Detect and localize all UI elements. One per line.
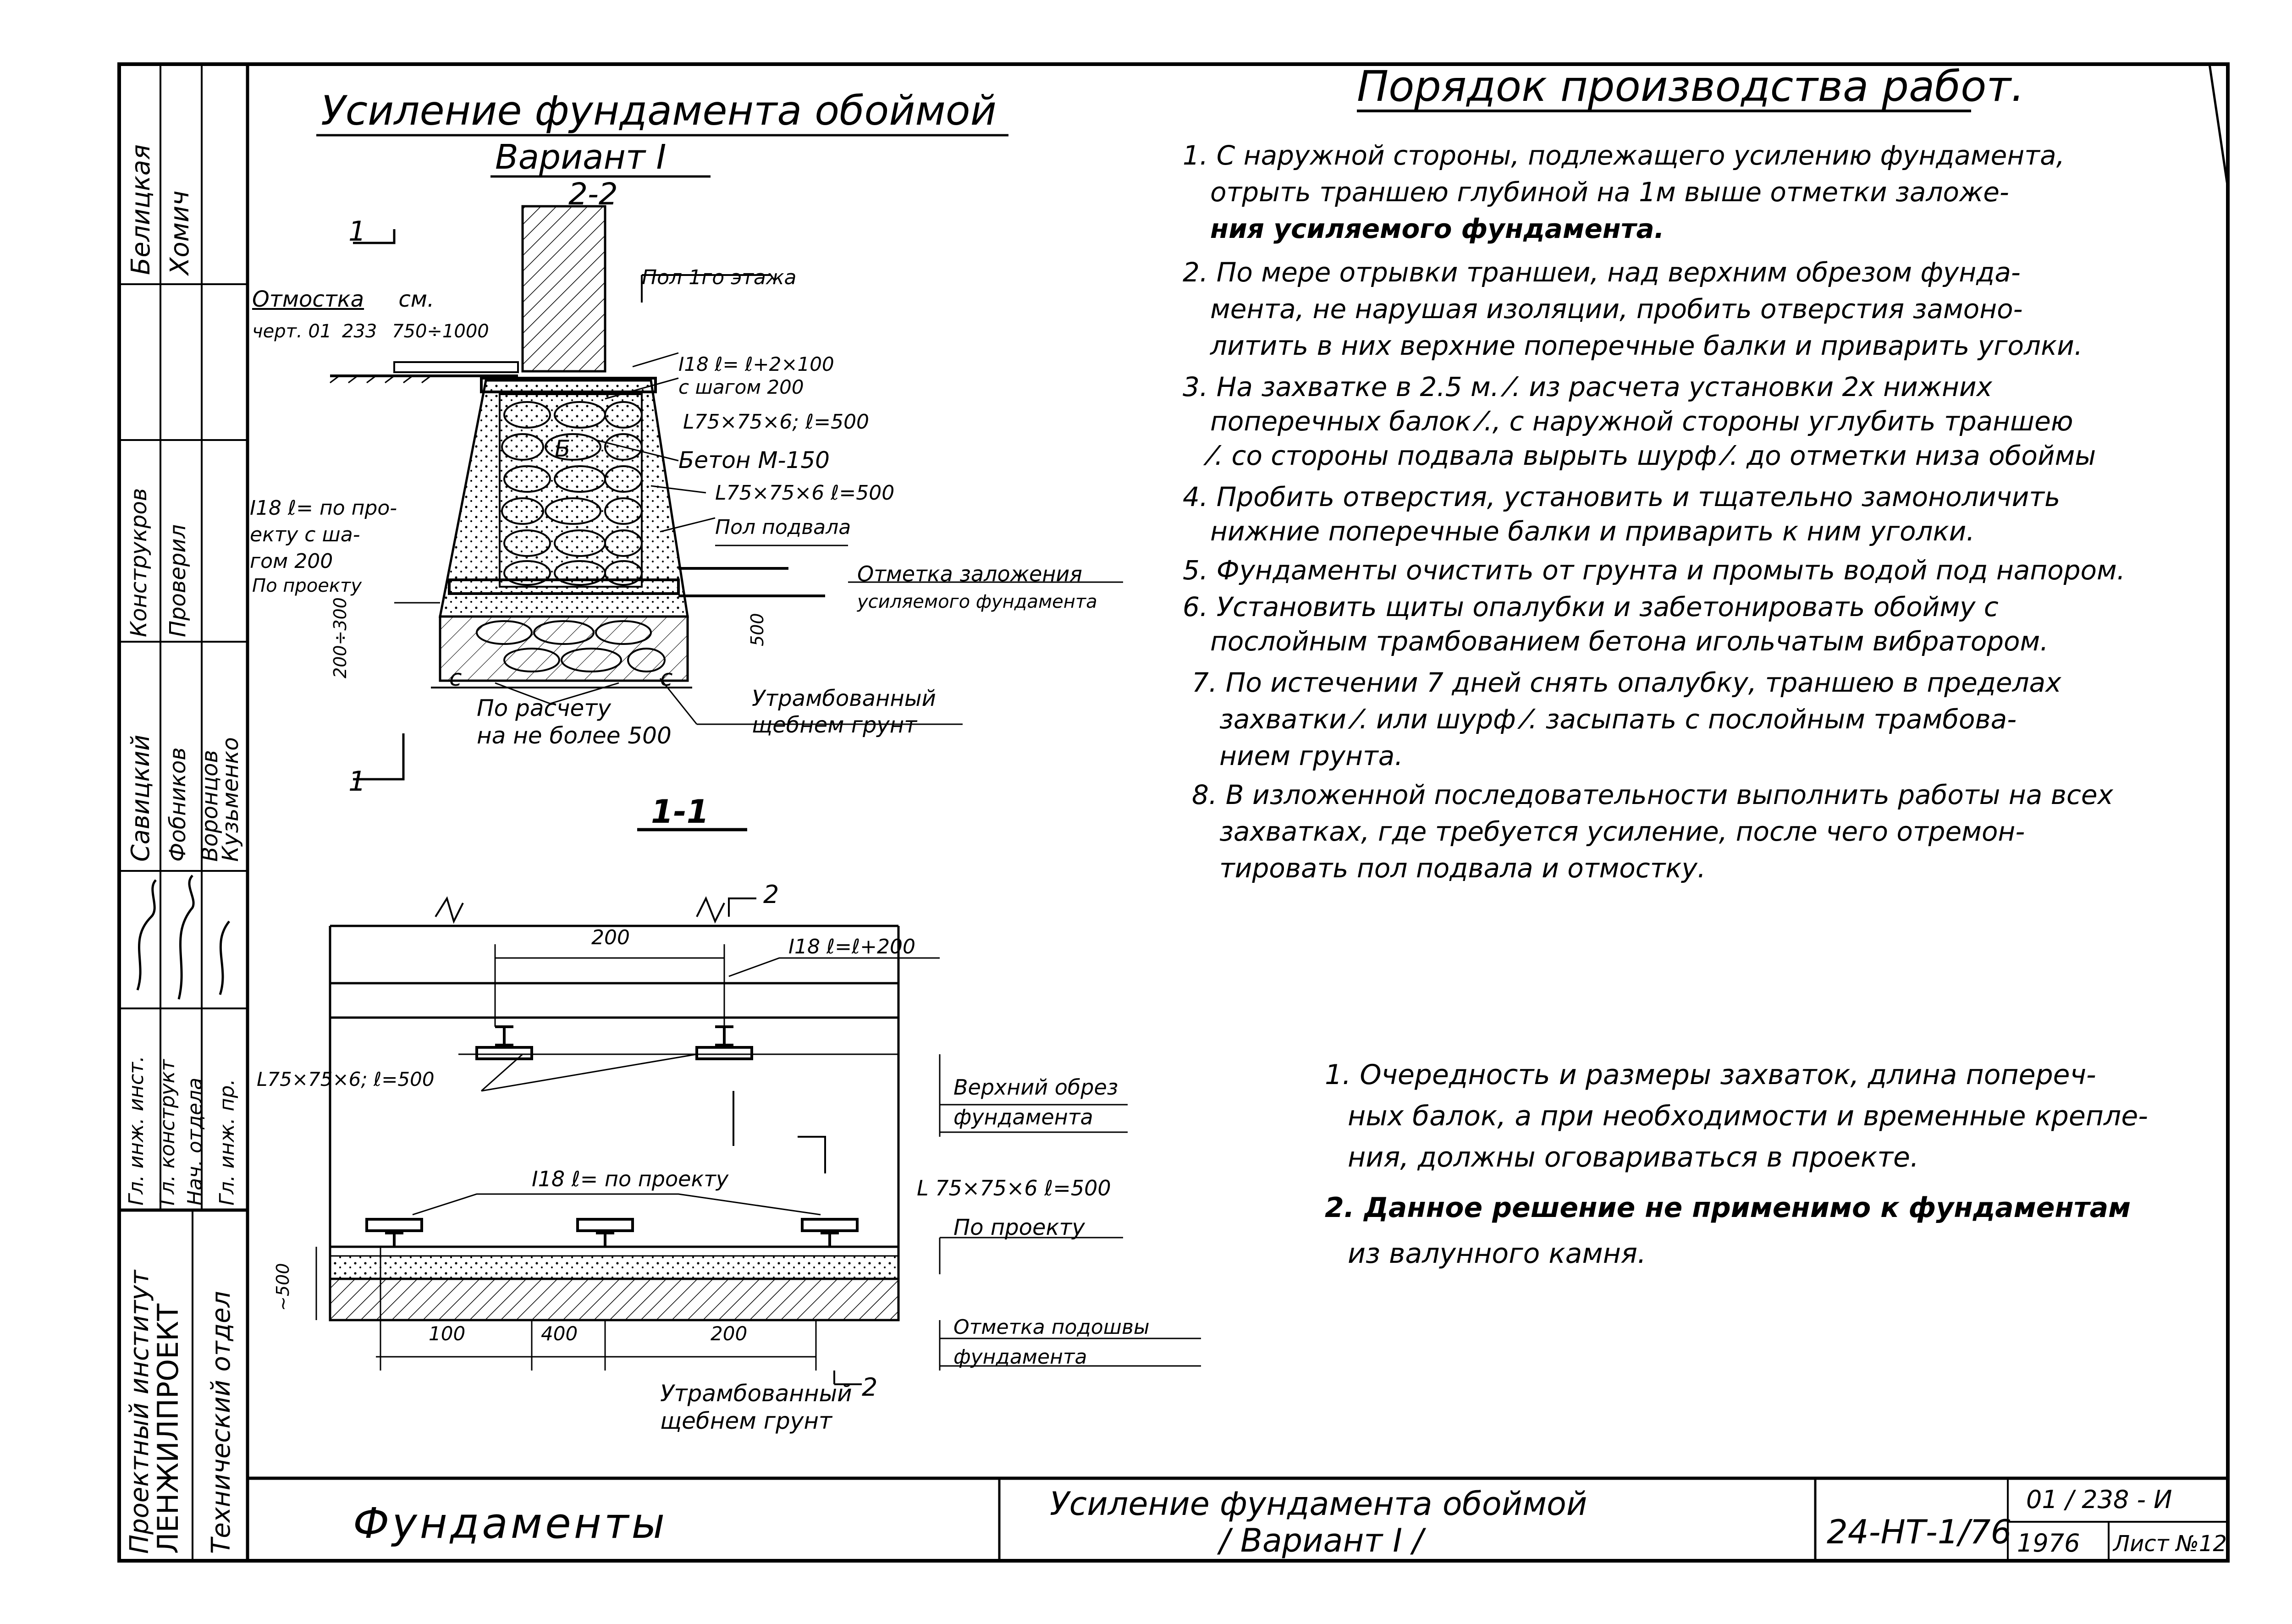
i18-right-label: I18 ℓ=ℓ+200 <box>788 935 916 958</box>
procedure-line: нием грунта. <box>1219 740 1403 771</box>
l75-left-label: L75×75×6; ℓ=500 <box>257 1068 435 1090</box>
po-raschetu-label: По расчету на не более 500 <box>477 695 672 749</box>
stamp-department: Технический отдел <box>206 1291 236 1554</box>
dim-500-1-1: ~500 <box>273 1263 293 1311</box>
po-proektu-label: По проекту <box>252 575 362 596</box>
section-mark-1-bottom: 1 <box>348 765 366 798</box>
otm-podoshvy-label: Отметка подошвы <box>953 1316 1150 1339</box>
procedure-line: мента, не нарушая изоляции, пробить отве… <box>1210 293 2023 325</box>
l75-label-1: L75×75×6; ℓ=500 <box>683 410 870 434</box>
procedure-line: 3. На захватке в 2.5 м. ⁄. из расчета ус… <box>1183 371 1992 402</box>
verhniy-obrez-label-2: фундамента <box>953 1105 1093 1129</box>
section-mark-1-top: 1 <box>348 215 366 248</box>
stamp-name: Белицкая <box>126 144 156 275</box>
stamp-role: Гл. инж. пр. <box>215 1079 239 1206</box>
utramb-label-2-2: Утрамбованный щебнем грунт <box>752 686 936 738</box>
procedure-line: 5. Фундаменты очистить от грунта и промы… <box>1183 555 2126 586</box>
stamp-name: Фобников <box>165 747 191 862</box>
beton-label: Бетон М-150 <box>678 447 830 473</box>
stamp-role-2: Конструкров <box>126 488 152 637</box>
procedure-line: 7. По истечении 7 дней снять опалубку, т… <box>1192 667 2061 698</box>
note-line: 1. Очередность и размеры захваток, длина… <box>1325 1059 2096 1091</box>
dim-200-300: 200÷300 <box>330 597 350 678</box>
stamp-institute-name: ЛЕНЖИЛПРОЕКТ <box>151 1303 185 1554</box>
stamp-name: Савицкий <box>126 734 155 862</box>
wall <box>521 205 606 373</box>
stamp-name: Кузьменко <box>218 737 243 862</box>
dim-c-left: с <box>449 665 462 691</box>
procedure-line: литить в них верхние поперечные балки и … <box>1210 330 2083 361</box>
i18-top-label: I18 ℓ= ℓ+2×100 <box>678 353 834 375</box>
section-2-2-drawing <box>330 205 1123 781</box>
section-mark-2-bottom: 2 <box>862 1373 878 1402</box>
procedure-line: поперечных балок ⁄., с наружной стороны … <box>1210 406 2073 437</box>
signature-marks <box>136 875 230 1000</box>
procedure-line: захватки ⁄. или шурф ⁄. засыпать с посло… <box>1219 704 2017 735</box>
dim-c-right: с <box>660 665 673 691</box>
procedure-line: 6. Установить щиты опалубки и забетониро… <box>1183 591 1999 622</box>
utramb-label-1-1: Утрамбованный щебнем грунт <box>660 1380 852 1434</box>
section-mark-2-top: 2 <box>763 880 779 909</box>
procedure-line: 1. С наружной стороны, подлежащего усиле… <box>1183 140 2065 171</box>
dim-200-top: 200 <box>591 926 630 949</box>
procedure-line: послойным трамбованием бетона игольчатым… <box>1210 626 2049 657</box>
otm-zalozheniya-label: Отметка заложения <box>857 562 1082 586</box>
left-title: Усиление фундамента обоймой <box>321 87 997 134</box>
note-line: из валунного камня. <box>1348 1238 1647 1270</box>
tb-sheet-ref: 01 / 238 - И <box>2026 1485 2172 1514</box>
procedure-line: 4. Пробить отверстия, установить и тщате… <box>1183 481 2061 512</box>
dim-100: 100 <box>429 1322 466 1345</box>
otmostka-ref: черт. 01 233 750÷1000 <box>252 321 489 342</box>
i18-top-step: с шагом 200 <box>678 376 804 398</box>
i18-left-label: I18 ℓ= по про- екту с ша- гом 200 <box>250 496 397 573</box>
tb-year: 1976 <box>2017 1529 2080 1558</box>
procedure-line: ния усиляемого фундамента. <box>1210 213 1664 244</box>
stamp-role-2: Проверил <box>165 524 191 637</box>
i18-mid-label: I18 ℓ= по проекту <box>532 1167 729 1191</box>
otmostka-label: Отмостка см. <box>252 286 435 312</box>
note-line: ния, должны оговариваться в проекте. <box>1348 1141 1919 1173</box>
l75-label-2: L75×75×6 ℓ=500 <box>715 481 895 505</box>
pol-podvala-label: Пол подвала <box>715 516 851 539</box>
pol-label: Пол 1го этажа <box>642 266 797 289</box>
otm-zalozheniya-label-2: усиляемого фундамента <box>857 591 1097 612</box>
stamp-role: Гл. конструкт <box>156 1059 179 1206</box>
stamp-name: Хомич <box>165 190 195 275</box>
procedure-line: отрыть траншею глубиной на 1м выше отмет… <box>1210 176 2009 208</box>
dim-200-bottom: 200 <box>711 1322 748 1345</box>
stamp-role: Гл. инж. инст. <box>125 1056 148 1206</box>
otm-podoshvy-label-2: фундамента <box>953 1345 1087 1369</box>
section-1-1-title: 1-1 <box>651 793 709 831</box>
dim-400: 400 <box>541 1322 578 1345</box>
procedure-title: Порядок производства работ. <box>1357 62 2025 111</box>
sheet-frame <box>117 62 2230 1563</box>
b-letter: Б <box>555 435 571 462</box>
procedure-line: ⁄. со стороны подвала вырыть шурф ⁄. до … <box>1210 440 2096 471</box>
note-line: 2. Данное решение не применимо к фундаме… <box>1325 1192 2131 1224</box>
verhniy-obrez-label: Верхний обрез <box>953 1075 1118 1100</box>
section-1-1-drawing <box>315 828 1201 1385</box>
procedure-line: тировать пол подвала и отмостку. <box>1219 853 1706 884</box>
po-proektu-1-1: По проекту <box>953 1215 1085 1240</box>
tb-title-1: Усиление фундамента обоймой <box>1050 1485 1587 1523</box>
section-2-2-title: 2-2 <box>568 176 618 212</box>
frame-corner-mark <box>2208 64 2229 188</box>
note-line: ных балок, а при необходимости и временн… <box>1348 1100 2148 1132</box>
procedure-line: 8. В изложенной последовательности выпол… <box>1192 779 2113 810</box>
procedure-line: нижние поперечные балки и приварить к ни… <box>1210 516 1975 547</box>
tb-sheet: Лист №12 <box>2113 1531 2227 1557</box>
stamp-institute: Проектный институт <box>125 1270 154 1554</box>
tb-section: Фундаменты <box>353 1499 668 1548</box>
tb-code: 24-НТ-1/76 <box>1827 1513 2012 1551</box>
l75-right-label: L 75×75×6 ℓ=500 <box>917 1176 1111 1200</box>
stamp-role: Нач. отдела <box>183 1077 207 1206</box>
rubble-stones <box>501 401 643 586</box>
tb-title-2: / Вариант I / <box>1219 1522 1423 1559</box>
dim-500: 500 <box>747 613 767 646</box>
procedure-line: захватках, где требуется усиление, после… <box>1219 816 2025 847</box>
procedure-line: 2. По мере отрывки траншеи, над верхним … <box>1183 257 2021 288</box>
variant-label: Вариант I <box>495 138 667 177</box>
